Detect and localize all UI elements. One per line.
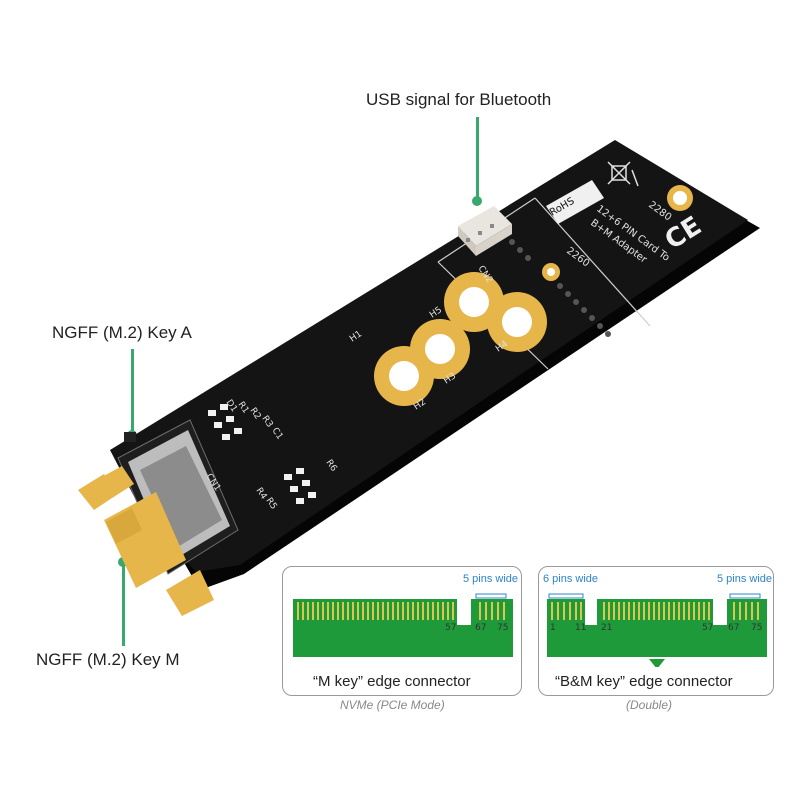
- m-key-sub-label: NVMe (PCIe Mode): [340, 698, 445, 712]
- m-key-pin-75: 75: [497, 623, 509, 633]
- m-key-diagram: 5 pins wide 57 67 75 “M key” edge connec…: [282, 566, 522, 696]
- m-key-edge-graphic: [293, 593, 513, 657]
- m-key-label: “M key” edge connector: [313, 673, 471, 690]
- bm-key-pin-11: 11: [575, 623, 587, 633]
- key-a-gold-fingers: [78, 466, 134, 510]
- bm-key-pin-75: 75: [751, 623, 763, 633]
- pin-header-dots: [509, 239, 611, 337]
- rohs-badge: RoHS: [546, 180, 604, 224]
- bm-key-pin-1: 1: [550, 623, 556, 633]
- m2-slot-connector: [117, 419, 239, 575]
- bm-key-sub-label: (Double): [626, 698, 673, 712]
- m-key-pins-note: 5 pins wide: [463, 573, 519, 585]
- component-pads: [208, 404, 316, 504]
- bm-key-diagram: 6 pins wide 5 pins wide 1 11 21 57 67 75…: [538, 566, 774, 696]
- key-m-callout: NGFF (M.2) Key M: [36, 650, 180, 669]
- bm-key-pin-67: 67: [728, 623, 740, 633]
- usb-leader-dot: [472, 196, 482, 206]
- mounting-pads: [374, 272, 547, 406]
- key-m-leader-dot: [118, 557, 128, 567]
- key-a-callout: NGFF (M.2) Key A: [52, 323, 192, 342]
- bm-key-pin-21: 21: [601, 623, 613, 633]
- key-m-leader-line: [122, 566, 125, 646]
- bm-key-edge-graphic: [547, 593, 767, 667]
- weee-bin-icon: [607, 161, 639, 187]
- m-key-pin-67: 67: [475, 623, 487, 633]
- usb-leader-line: [476, 117, 479, 199]
- usb-header-connector: [458, 206, 512, 256]
- bm-key-label: “B&M key” edge connector: [555, 673, 733, 690]
- key-a-leader-line: [131, 349, 134, 433]
- usb-bluetooth-callout: USB signal for Bluetooth: [366, 90, 552, 109]
- bm-key-pins-note-left: 6 pins wide: [543, 573, 599, 585]
- bm-key-pin-57: 57: [702, 623, 714, 633]
- bm-key-pins-note-right: 5 pins wide: [717, 573, 773, 585]
- m-key-pin-57: 57: [445, 623, 457, 633]
- key-m-gold-fingers: [104, 492, 214, 616]
